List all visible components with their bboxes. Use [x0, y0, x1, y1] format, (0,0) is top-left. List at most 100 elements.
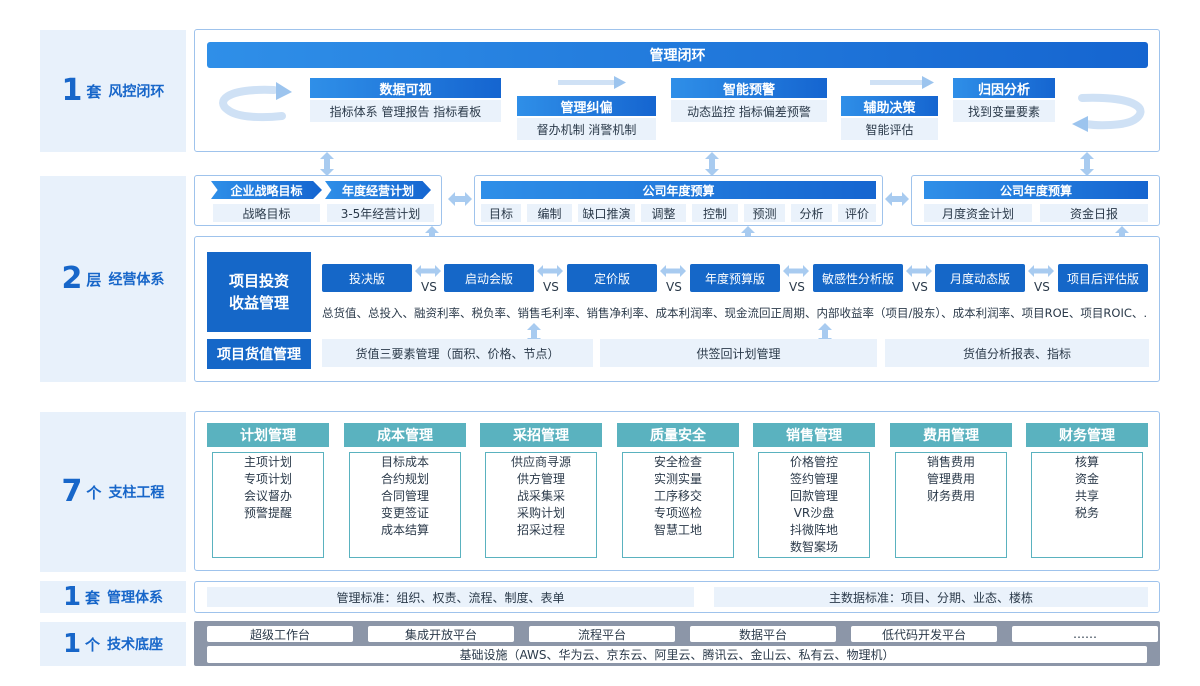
pillar-item: 变更签证	[380, 506, 429, 520]
pillar-item: 合同管理	[380, 489, 429, 503]
infrastructure-bar: 基础设施（AWS、华为云、京东云、阿里云、腾讯云、金山云、私有云、物理机）	[207, 646, 1147, 663]
version-chip: 月度动态版	[935, 264, 1025, 292]
compare-arrow-icon	[906, 265, 932, 277]
pillar-body: 核算资金共享税务	[1031, 452, 1143, 558]
budget-item: 分析	[791, 204, 832, 222]
pillar-title: 成本管理	[344, 423, 466, 447]
budget-item: 控制	[692, 204, 738, 222]
version-chip: 定价版	[567, 264, 657, 292]
investment-label-line2: 收益管理	[228, 294, 289, 312]
pillar-item: 成本结算	[380, 523, 429, 537]
pillar-item: 价格管控	[789, 455, 838, 469]
fund-title: 公司年度预算	[924, 181, 1148, 199]
pillar-item: 安全检查	[653, 455, 702, 469]
platform-item: 超级工作台	[207, 626, 353, 642]
investment-label-line1: 项目投资	[228, 272, 289, 290]
vs-label: VS	[543, 280, 559, 294]
vs-label: VS	[421, 280, 437, 294]
platform-item: 集成开放平台	[368, 626, 514, 642]
masterdata-standard: 主数据标准：项目、分期、业态、楼栋	[714, 587, 1148, 607]
label-text: 风控闭环	[108, 84, 165, 100]
pillar-item: 签约管理	[789, 472, 838, 486]
pillar-body: 主项计划专项计划会议督办预警提醒	[212, 452, 324, 558]
compare-arrow-icon	[1028, 265, 1054, 277]
label-number: 7	[61, 474, 83, 509]
pillar-item: 专项计划	[243, 472, 292, 486]
label-text: 技术底座	[107, 637, 164, 653]
platform-item: 流程平台	[529, 626, 675, 642]
pillar-item: 智慧工地	[653, 523, 702, 537]
label-quantifier: 个	[85, 635, 101, 654]
pillar-item: 工序移交	[653, 489, 702, 503]
pillar-title: 销售管理	[753, 423, 875, 447]
version-chip: 启动会版	[444, 264, 534, 292]
budget-item: 调整	[641, 204, 686, 222]
pillar-item: 资金	[1074, 472, 1099, 486]
loop-item-sub: 智能评估	[841, 118, 938, 140]
label-quantifier: 套	[85, 588, 101, 607]
pillar-item: 采购计划	[516, 506, 565, 520]
pillar-body: 安全检查实测实量工序移交专项巡检智慧工地	[622, 452, 734, 558]
compare-arrow-icon	[415, 265, 441, 277]
pillar-item: 供方管理	[516, 472, 565, 486]
pillar-item: 供应商寻源	[510, 455, 571, 469]
label-quantifier: 层	[86, 270, 102, 289]
pillar-item: 预警提醒	[243, 506, 292, 520]
pillar-item: 主项计划	[243, 455, 292, 469]
label-number: 2	[61, 261, 83, 296]
pillar-title: 质量安全	[617, 423, 739, 447]
pillar-body: 目标成本合约规划合同管理变更签证成本结算	[349, 452, 461, 558]
pillar-item: 实测实量	[653, 472, 702, 486]
label-text: 经营体系	[108, 272, 165, 288]
pillar-item: 管理费用	[926, 472, 975, 486]
vs-label: VS	[1034, 280, 1050, 294]
label-pillars: 7 个 支柱工程	[40, 412, 186, 572]
loop-left-curve-icon	[219, 82, 292, 122]
pillar-item: 战采集采	[516, 489, 565, 503]
pillar-item: 共享	[1074, 489, 1099, 503]
vs-label: VS	[666, 280, 682, 294]
loop-item-sub: 督办机制 消警机制	[517, 118, 656, 140]
loop-item-title: 智能预警	[671, 78, 827, 98]
vs-label: VS	[912, 280, 928, 294]
label-text: 管理体系	[107, 590, 164, 606]
annual-plan-sub: 3-5年经营计划	[327, 204, 434, 222]
pillar-item: 目标成本	[380, 455, 429, 469]
label-text: 支柱工程	[108, 485, 165, 501]
loop-item-title: 数据可视	[310, 78, 501, 98]
pillar-title: 采招管理	[480, 423, 602, 447]
strategy-header: 企业战略目标	[211, 181, 322, 199]
pillar-title: 财务管理	[1026, 423, 1148, 447]
pillar-item: 会议督办	[243, 489, 292, 503]
pillar-item: 税务	[1074, 506, 1099, 520]
pillar-item: 财务费用	[926, 489, 975, 503]
vertical-link-icon	[705, 152, 719, 176]
pillar-item: 数智案场	[789, 540, 838, 554]
platform-item: 数据平台	[690, 626, 836, 642]
budget-item: 目标	[481, 204, 521, 222]
pillar-body: 供应商寻源供方管理战采集采采购计划招采过程	[485, 452, 597, 558]
value-item: 供签回计划管理	[600, 339, 877, 367]
investment-label: 项目投资 收益管理	[207, 252, 311, 332]
horizontal-link-icon	[448, 192, 472, 206]
label-tech-base: 1 个 技术底座	[40, 622, 186, 666]
pillar-item: 回款管理	[789, 489, 838, 503]
pillar-item: 销售费用	[926, 455, 975, 469]
pillar-body: 销售费用管理费用财务费用	[895, 452, 1007, 558]
budget-item: 评价	[838, 204, 876, 222]
strategy-sub: 战略目标	[213, 204, 320, 222]
pillar-item: 合约规划	[380, 472, 429, 486]
horizontal-link-icon	[885, 192, 909, 206]
label-operation-system: 2 层 经营体系	[40, 176, 186, 382]
budget-item: 预测	[744, 204, 785, 222]
compare-arrow-icon	[537, 265, 563, 277]
platform-item: 低代码开发平台	[851, 626, 997, 642]
budget-title: 公司年度预算	[481, 181, 876, 199]
management-standard: 管理标准：组织、权责、流程、制度、表单	[207, 587, 694, 607]
fund-item: 资金日报	[1040, 204, 1148, 222]
label-risk-loop: 1 套 风控闭环	[40, 30, 186, 152]
pillar-item: 专项巡检	[653, 506, 702, 520]
flow-arrow-icon	[558, 76, 626, 89]
label-quantifier: 个	[86, 483, 102, 502]
